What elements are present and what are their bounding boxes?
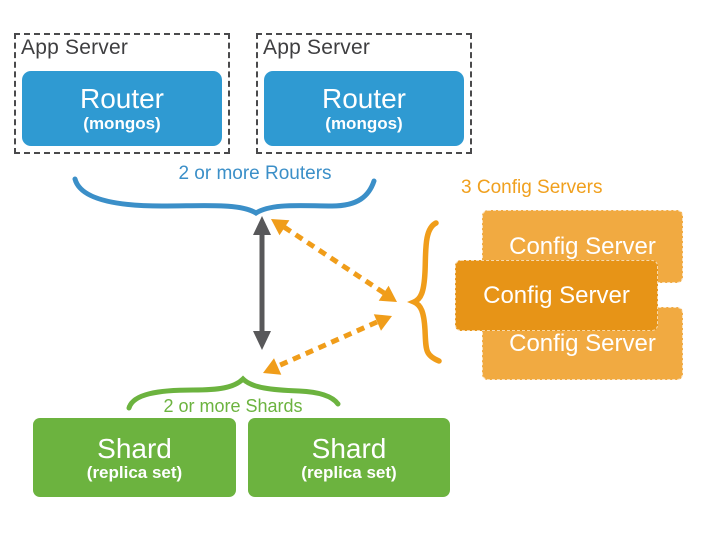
router-subtitle-2: (mongos) — [325, 114, 403, 133]
router-subtitle-1: (mongos) — [83, 114, 161, 133]
app-server-label-1: App Server — [21, 36, 129, 59]
config-server-node-2: Config Server — [455, 260, 658, 331]
config-servers-label: 3 Config Servers — [461, 177, 603, 198]
shard-title-2: Shard — [311, 432, 387, 464]
app-server-label-2: App Server — [263, 36, 371, 59]
app-server-box-2: App Server Router (mongos) — [256, 33, 472, 154]
router-node-1: Router (mongos) — [22, 71, 222, 146]
routers-brace-label: 2 or more Routers — [178, 163, 332, 184]
router-node-2: Router (mongos) — [264, 71, 464, 146]
shards-brace-label: 2 or more Shards — [163, 396, 303, 416]
router-title-1: Router — [79, 83, 165, 114]
shard-subtitle-1: (replica set) — [86, 462, 183, 482]
config-server-title-3: Config Server — [509, 329, 656, 357]
config-brace-icon — [407, 220, 442, 364]
shard-config-arrow-icon — [263, 314, 392, 375]
router-title-2: Router — [321, 83, 407, 114]
shard-node-1: Shard (replica set) — [33, 418, 236, 497]
config-server-title-2: Config Server — [483, 281, 630, 309]
router-shard-arrow-icon — [253, 216, 271, 350]
config-server-title-1: Config Server — [509, 232, 656, 260]
shard-node-2: Shard (replica set) — [248, 418, 450, 497]
app-server-box-1: App Server Router (mongos) — [14, 33, 230, 154]
shard-title-1: Shard — [97, 432, 172, 464]
router-config-arrow-icon — [271, 219, 397, 302]
shard-subtitle-2: (replica set) — [301, 462, 397, 482]
